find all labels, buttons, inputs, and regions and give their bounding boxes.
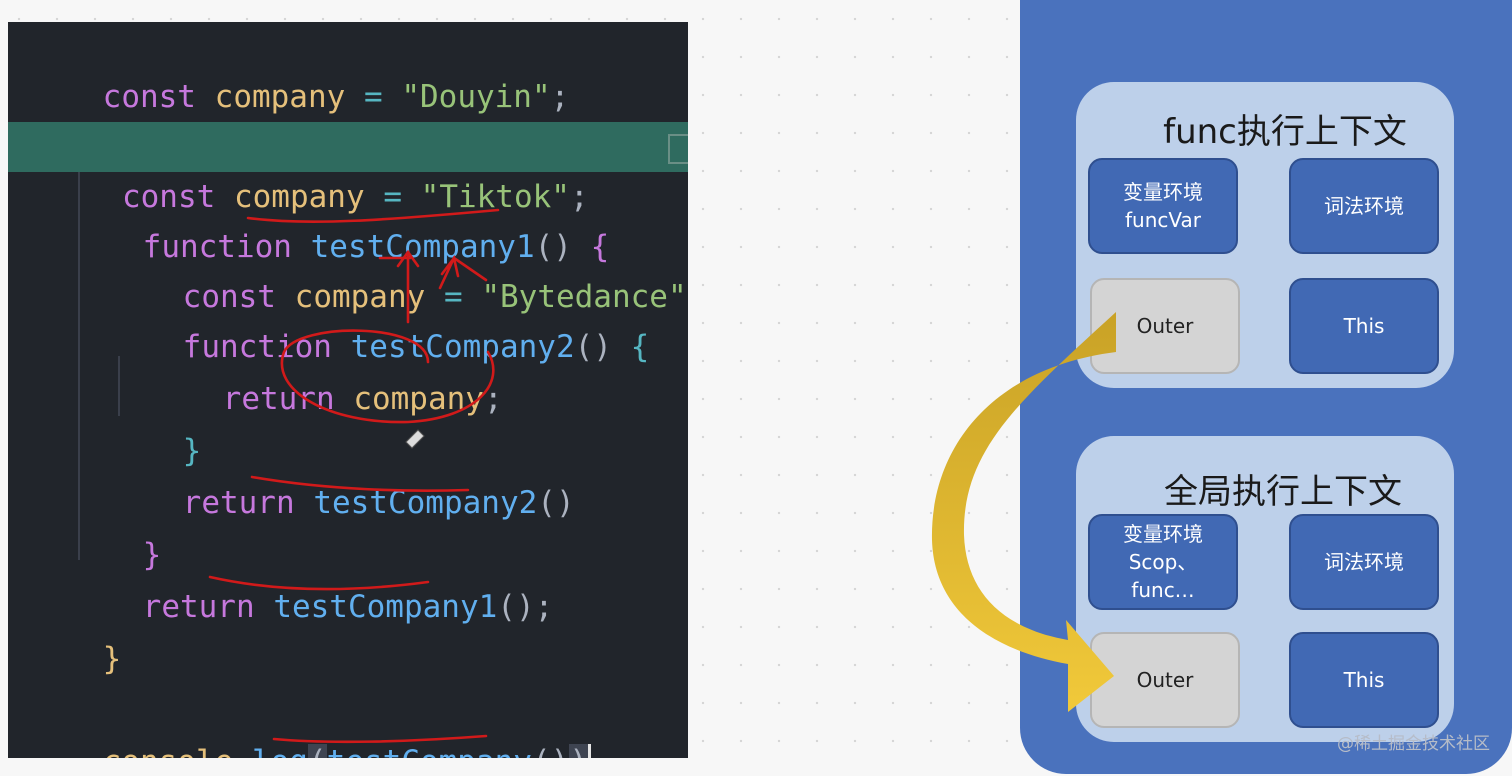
global-execution-context: 全局执行上下文 变量环境 Scop、 func… 词法环境 Outer This — [1076, 436, 1454, 742]
parens: () — [497, 589, 535, 625]
parens: () — [574, 329, 612, 365]
lexical-environment-box: 词法环境 — [1289, 514, 1439, 610]
semicolon: ; — [534, 589, 554, 625]
keyword: const — [102, 79, 196, 115]
code-line-4: function testCompany1() { — [8, 172, 688, 265]
parens: () — [532, 744, 569, 758]
keyword: const — [182, 279, 276, 315]
code-line-10: } — [8, 480, 688, 573]
box-label: Outer — [1136, 314, 1194, 338]
parens: () — [537, 485, 575, 521]
operator: = — [383, 179, 402, 215]
semicolon: ; — [550, 79, 570, 115]
open-paren: ( — [307, 744, 327, 758]
code-line-12: } — [8, 584, 688, 677]
outer-box: Outer — [1090, 278, 1240, 374]
identifier: company — [214, 79, 346, 115]
code-line-5: const company = "Bytedance"; — [8, 222, 688, 315]
code-line-1: const company = "Douyin"; — [8, 22, 688, 115]
code-line-6: function testCompany2() { — [8, 272, 688, 365]
indent-guide — [118, 356, 120, 416]
code-line-13: console.log(testCompany()) — [8, 687, 688, 758]
brace: } — [182, 433, 202, 469]
box-label: 变量环境 — [1123, 180, 1203, 204]
box-sublabel: Scop、 — [1128, 550, 1198, 574]
box-label: 词法环境 — [1324, 194, 1404, 218]
keyword: return — [142, 589, 255, 625]
function-name: testCompany1 — [310, 229, 535, 265]
code-line-8: } — [8, 376, 688, 469]
brace: { — [630, 329, 650, 365]
string-literal: "Douyin" — [401, 79, 551, 115]
text-cursor — [587, 743, 591, 758]
this-box: This — [1289, 632, 1439, 728]
string-literal: "Bytedance" — [481, 279, 687, 315]
method-name: log — [252, 744, 308, 758]
close-paren: ) — [569, 744, 588, 758]
this-box: This — [1289, 278, 1439, 374]
object-name: console — [103, 744, 234, 758]
code-line-11: return testCompany1(); — [8, 532, 688, 625]
code-line-2: function testCompany() { — [8, 72, 688, 165]
brace: } — [102, 641, 122, 677]
box-label: Outer — [1136, 668, 1194, 692]
dot: . — [233, 744, 252, 758]
context-title: func执行上下文 — [1163, 112, 1407, 152]
code-editor[interactable]: const company = "Douyin"; function testC… — [8, 22, 688, 758]
parens: () — [534, 229, 572, 265]
outer-box: Outer — [1090, 632, 1240, 728]
function-name: testCompany — [327, 744, 532, 758]
code-line-7: return company; — [8, 324, 688, 417]
gutter-icon[interactable] — [668, 134, 688, 164]
indent-guide — [78, 150, 80, 560]
brace: } — [142, 537, 162, 573]
operator: = — [363, 79, 383, 115]
box-label: This — [1343, 314, 1385, 338]
semicolon: ; — [569, 179, 589, 215]
watermark: @稀土掘金技术社区 — [1337, 734, 1490, 754]
box-sublabel: func… — [1131, 578, 1195, 602]
box-sublabel: funcVar — [1125, 208, 1201, 232]
keyword: const — [121, 179, 216, 215]
box-label: This — [1343, 668, 1385, 692]
function-name: testCompany1 — [273, 589, 498, 625]
keyword: function — [142, 229, 292, 265]
variable-environment-box: 变量环境 Scop、 func… — [1088, 514, 1238, 610]
code-line-9: return testCompany2() — [8, 428, 688, 521]
brace: { — [590, 229, 610, 265]
lexical-environment-box: 词法环境 — [1289, 158, 1439, 254]
code-line-3-highlighted: const company = "Tiktok"; — [8, 122, 688, 215]
box-label: 词法环境 — [1324, 550, 1404, 574]
variable-environment-box: 变量环境 funcVar — [1088, 158, 1238, 254]
box-label: 变量环境 — [1123, 522, 1203, 546]
func-execution-context: func执行上下文 变量环境 funcVar 词法环境 Outer This — [1076, 82, 1454, 388]
semicolon: ; — [687, 279, 688, 315]
context-title: 全局执行上下文 — [1164, 472, 1402, 512]
